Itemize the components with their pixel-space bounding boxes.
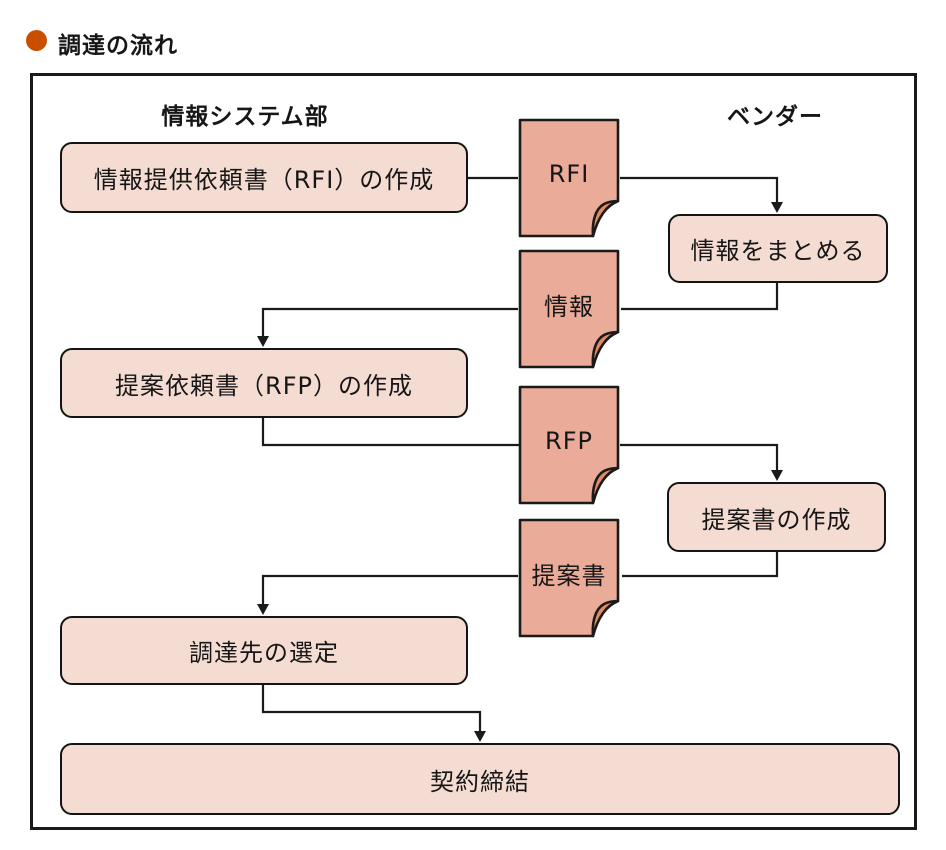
process-node-vendor-select: 調達先の選定 bbox=[60, 616, 468, 685]
document-label: RFI bbox=[548, 159, 590, 188]
document-fold-corner bbox=[591, 599, 620, 638]
document-fold-corner bbox=[591, 466, 620, 505]
arrowhead-proposal-create bbox=[771, 470, 783, 481]
process-node-label: 契約締結 bbox=[430, 767, 530, 796]
document-shape-proposal: 提案書 bbox=[517, 517, 621, 640]
connector-proposal-create-to-proposal-doc bbox=[622, 552, 779, 578]
connector-proposal-doc-to-vendor-select bbox=[261, 574, 518, 605]
title-bullet-icon bbox=[26, 30, 47, 51]
process-node-label: 調達先の選定 bbox=[189, 639, 339, 667]
connector-rfp-create-to-rfp-doc bbox=[261, 418, 519, 447]
process-node-label: 提案依頼書（RFP）の作成 bbox=[115, 371, 413, 400]
document-label: 情報 bbox=[544, 293, 594, 321]
lane-header-information-systems: 情報システム部 bbox=[161, 104, 329, 130]
page-title: 調達の流れ bbox=[58, 33, 178, 59]
process-node-label: 提案書の作成 bbox=[701, 505, 852, 534]
process-node-rfp-create: 提案依頼書（RFP）の作成 bbox=[60, 348, 468, 418]
document-shape-rfi: RFI bbox=[517, 117, 621, 240]
connector-info-doc-to-rfp-create bbox=[261, 307, 518, 337]
connector-rfi-doc-to-gather-info bbox=[620, 176, 779, 203]
process-node-proposal-create: 提案書の作成 bbox=[667, 482, 886, 552]
document-label: 提案書 bbox=[531, 562, 607, 590]
connector-rfp-doc-to-proposal-create bbox=[620, 443, 779, 471]
process-node-contract: 契約締結 bbox=[60, 743, 900, 815]
connector-vendor-select-to-contract bbox=[261, 685, 482, 732]
document-fold-corner bbox=[591, 199, 620, 238]
arrowhead-vendor-select bbox=[257, 604, 269, 615]
process-node-label: 情報提供依頼書（RFI）の作成 bbox=[93, 166, 435, 194]
document-label: RFP bbox=[545, 426, 593, 455]
document-shape-info: 情報 bbox=[517, 248, 621, 371]
arrowhead-contract bbox=[474, 731, 486, 742]
connector-gather-info-to-info-doc bbox=[621, 283, 779, 311]
document-shape-rfp: RFP bbox=[517, 384, 621, 507]
process-node-rfi-create: 情報提供依頼書（RFI）の作成 bbox=[60, 142, 468, 213]
process-node-label: 情報をまとめる bbox=[690, 237, 866, 265]
arrowhead-gather-info bbox=[771, 202, 783, 213]
lane-header-vendor: ベンダー bbox=[727, 104, 823, 130]
arrowhead-rfp-create bbox=[257, 336, 269, 347]
process-node-gather-info: 情報をまとめる bbox=[668, 214, 888, 283]
document-fold-corner bbox=[591, 330, 620, 369]
